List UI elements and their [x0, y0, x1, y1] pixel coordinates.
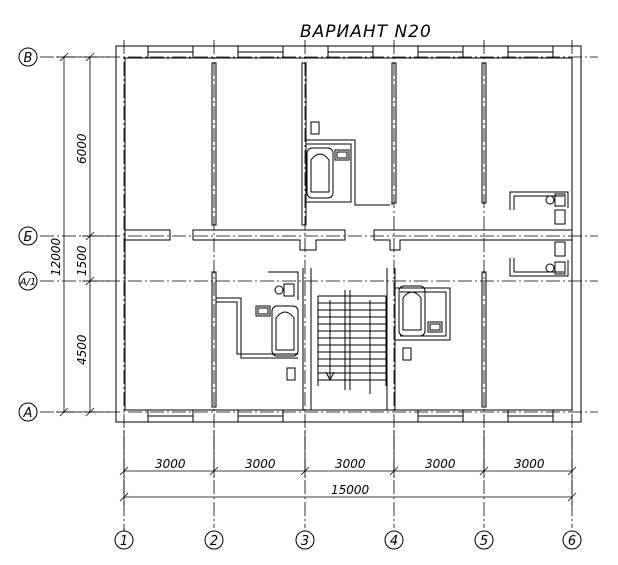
bottom-dimension-lines	[119, 430, 577, 505]
dimension-1500: 1500	[75, 245, 89, 276]
toilets	[274, 193, 566, 297]
axis-label-b: Б	[24, 230, 33, 245]
partitions-upper	[211, 62, 487, 226]
bay-dimension-4: 3000	[425, 457, 456, 471]
windows-bottom	[147, 409, 554, 423]
windows-top	[147, 45, 554, 59]
dimension-12000: 12000	[49, 237, 63, 276]
axis-label-a: А	[23, 406, 33, 421]
sinks	[255, 149, 566, 333]
bathtubs	[271, 147, 426, 357]
vertical-dimension-labels: 6000 1500 4500 12000	[49, 133, 89, 365]
bay-dimension-2: 3000	[245, 457, 276, 471]
axis-label-a1: А/1	[19, 277, 37, 288]
partitions-lower	[211, 271, 487, 408]
panels	[286, 121, 412, 381]
axis-label-5: 5	[480, 534, 488, 549]
row-axis-labels: В Б А/1 А	[19, 51, 37, 421]
corridor-walls	[124, 229, 572, 410]
axis-label-1: 1	[120, 534, 128, 549]
axis-label-4: 4	[390, 534, 398, 549]
column-axis-labels: 1 2 3 4 5 6	[120, 534, 576, 549]
bay-dimension-1: 3000	[155, 457, 186, 471]
dimension-4500: 4500	[75, 334, 89, 365]
bay-dimension-labels: 3000 3000 3000 3000 3000	[155, 457, 545, 471]
axis-label-v: В	[24, 51, 33, 66]
bay-dimension-5: 3000	[514, 457, 545, 471]
axis-label-2: 2	[210, 534, 218, 549]
axis-label-6: 6	[568, 534, 576, 549]
overall-width-label: 15000	[331, 483, 370, 497]
left-dimension-lines	[56, 52, 110, 417]
axis-bubbles	[18, 47, 582, 550]
staircase	[317, 290, 387, 394]
drawing-title: ВАРИАНТ N20	[300, 22, 432, 42]
wc-enclosures	[509, 191, 569, 277]
bay-dimension-3: 3000	[335, 457, 366, 471]
dimension-6000: 6000	[75, 133, 89, 164]
axis-label-3: 3	[301, 534, 309, 549]
